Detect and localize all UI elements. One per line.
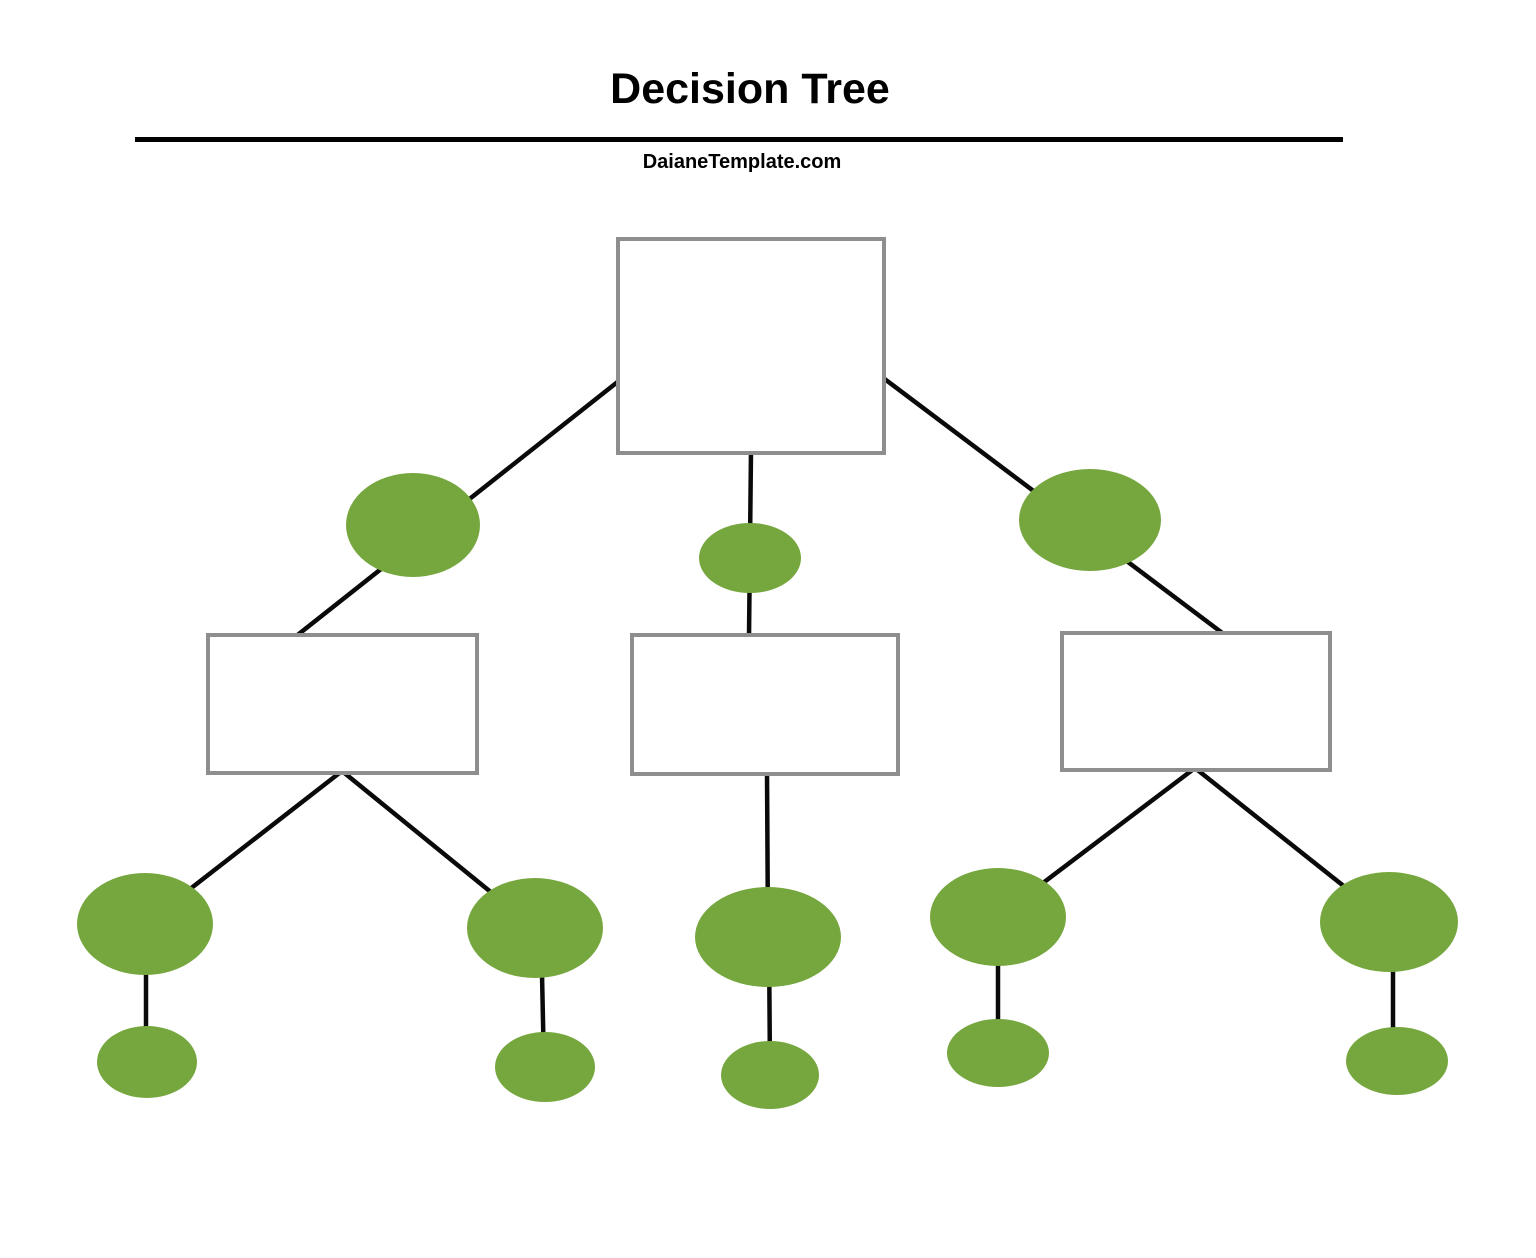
leaf-1-big-oval bbox=[77, 873, 213, 975]
leaf-1-small-oval bbox=[97, 1026, 197, 1098]
leaf-4-small-oval bbox=[947, 1019, 1049, 1087]
leaf-3-small-oval bbox=[721, 1041, 819, 1109]
page-title: Decision Tree bbox=[610, 65, 890, 113]
branch-right-oval bbox=[1019, 469, 1161, 571]
leaf-5-big-oval bbox=[1320, 872, 1458, 972]
level2-center-box bbox=[630, 633, 900, 776]
leaf-3-big-oval bbox=[695, 887, 841, 987]
leaf-2-big-oval bbox=[467, 878, 603, 978]
leaf-4-big-oval bbox=[930, 868, 1066, 966]
level2-left-box bbox=[206, 633, 479, 775]
title-divider-rule bbox=[135, 137, 1343, 142]
oval-nodes bbox=[77, 469, 1458, 1109]
watermark-text: DaianeTemplate.com bbox=[642, 151, 842, 173]
leaf-5-small-oval bbox=[1346, 1027, 1448, 1095]
branch-left-oval bbox=[346, 473, 480, 577]
level2-right-box bbox=[1060, 631, 1332, 772]
branch-center-oval bbox=[699, 523, 801, 593]
leaf-2-small-oval bbox=[495, 1032, 595, 1102]
root-node-box bbox=[616, 237, 886, 455]
rectangle-nodes bbox=[206, 237, 1332, 776]
